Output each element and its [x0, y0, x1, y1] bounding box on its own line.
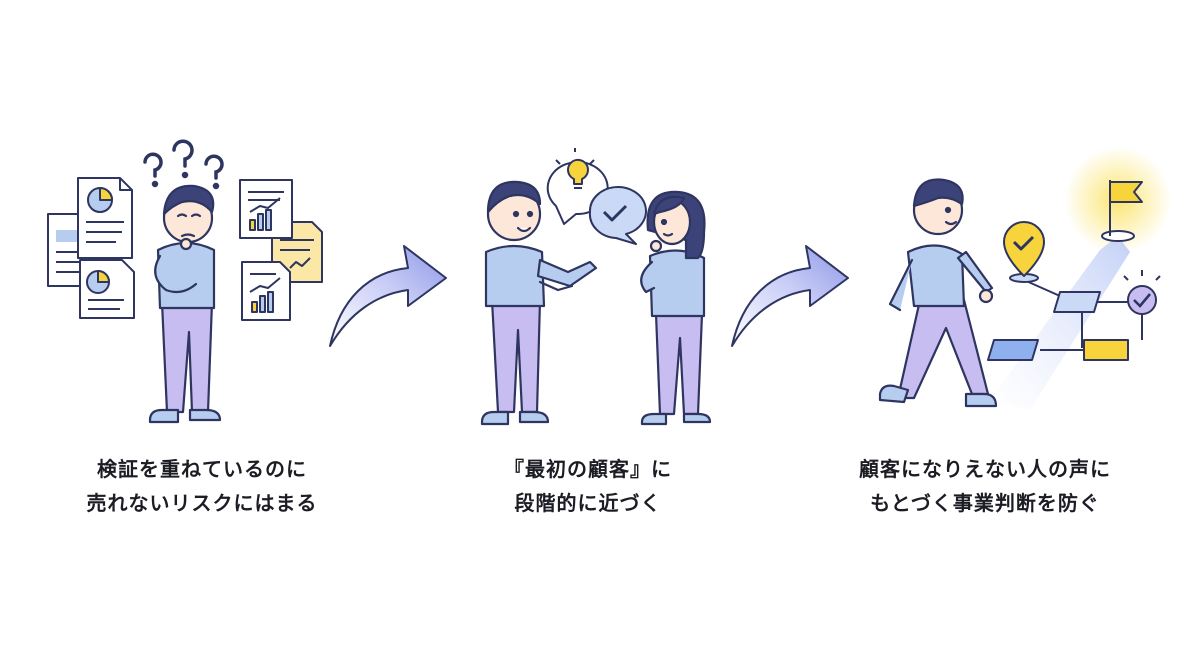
bar-chart-icon: [249, 277, 281, 313]
document-stack-left: [47, 177, 135, 319]
caption-line: 顧客になりえない人の声に: [859, 457, 1111, 481]
path-diagram: [987, 279, 1143, 361]
question-mark-icon: [204, 154, 224, 190]
step1-illustration: [47, 139, 323, 424]
flag-icon: [1101, 180, 1143, 242]
location-pin-icon: [1003, 221, 1045, 283]
woman-listening: [640, 190, 712, 426]
step2-caption: 『最初の顧客』に 段階的に近づく: [398, 452, 778, 520]
caption-line: もとづく事業判断を防ぐ: [870, 491, 1100, 515]
step3-illustration: [878, 146, 1172, 410]
caption-line: 段階的に近づく: [514, 491, 662, 515]
speech-bubble: [588, 186, 647, 245]
lightbulb-icon: [555, 148, 595, 189]
pie-chart-icon: [86, 270, 110, 294]
caption-line: 検証を重ねているのに: [97, 457, 307, 481]
checkmark-icon: [1123, 270, 1161, 315]
curved-arrow: [329, 245, 447, 347]
worried-person: [148, 184, 222, 424]
caption-line: 『最初の顧客』に: [504, 457, 672, 481]
pie-chart-icon: [87, 187, 113, 213]
question-mark-icon: [143, 152, 163, 188]
caption-line: 売れないリスクにはまる: [86, 491, 318, 515]
step2-illustration: [480, 148, 712, 426]
man-talking: [480, 180, 598, 426]
question-mark-icon: [172, 139, 194, 179]
document-stack-right: [239, 179, 323, 321]
curved-arrow: [731, 245, 849, 347]
walking-person: [878, 178, 998, 408]
step3-caption: 顧客になりえない人の声に もとづく事業判断を防ぐ: [795, 452, 1175, 520]
checkmark-icon: [602, 204, 628, 222]
step1-caption: 検証を重ねているのに 売れないリスクにはまる: [12, 452, 392, 520]
bar-chart-icon: [249, 197, 281, 231]
